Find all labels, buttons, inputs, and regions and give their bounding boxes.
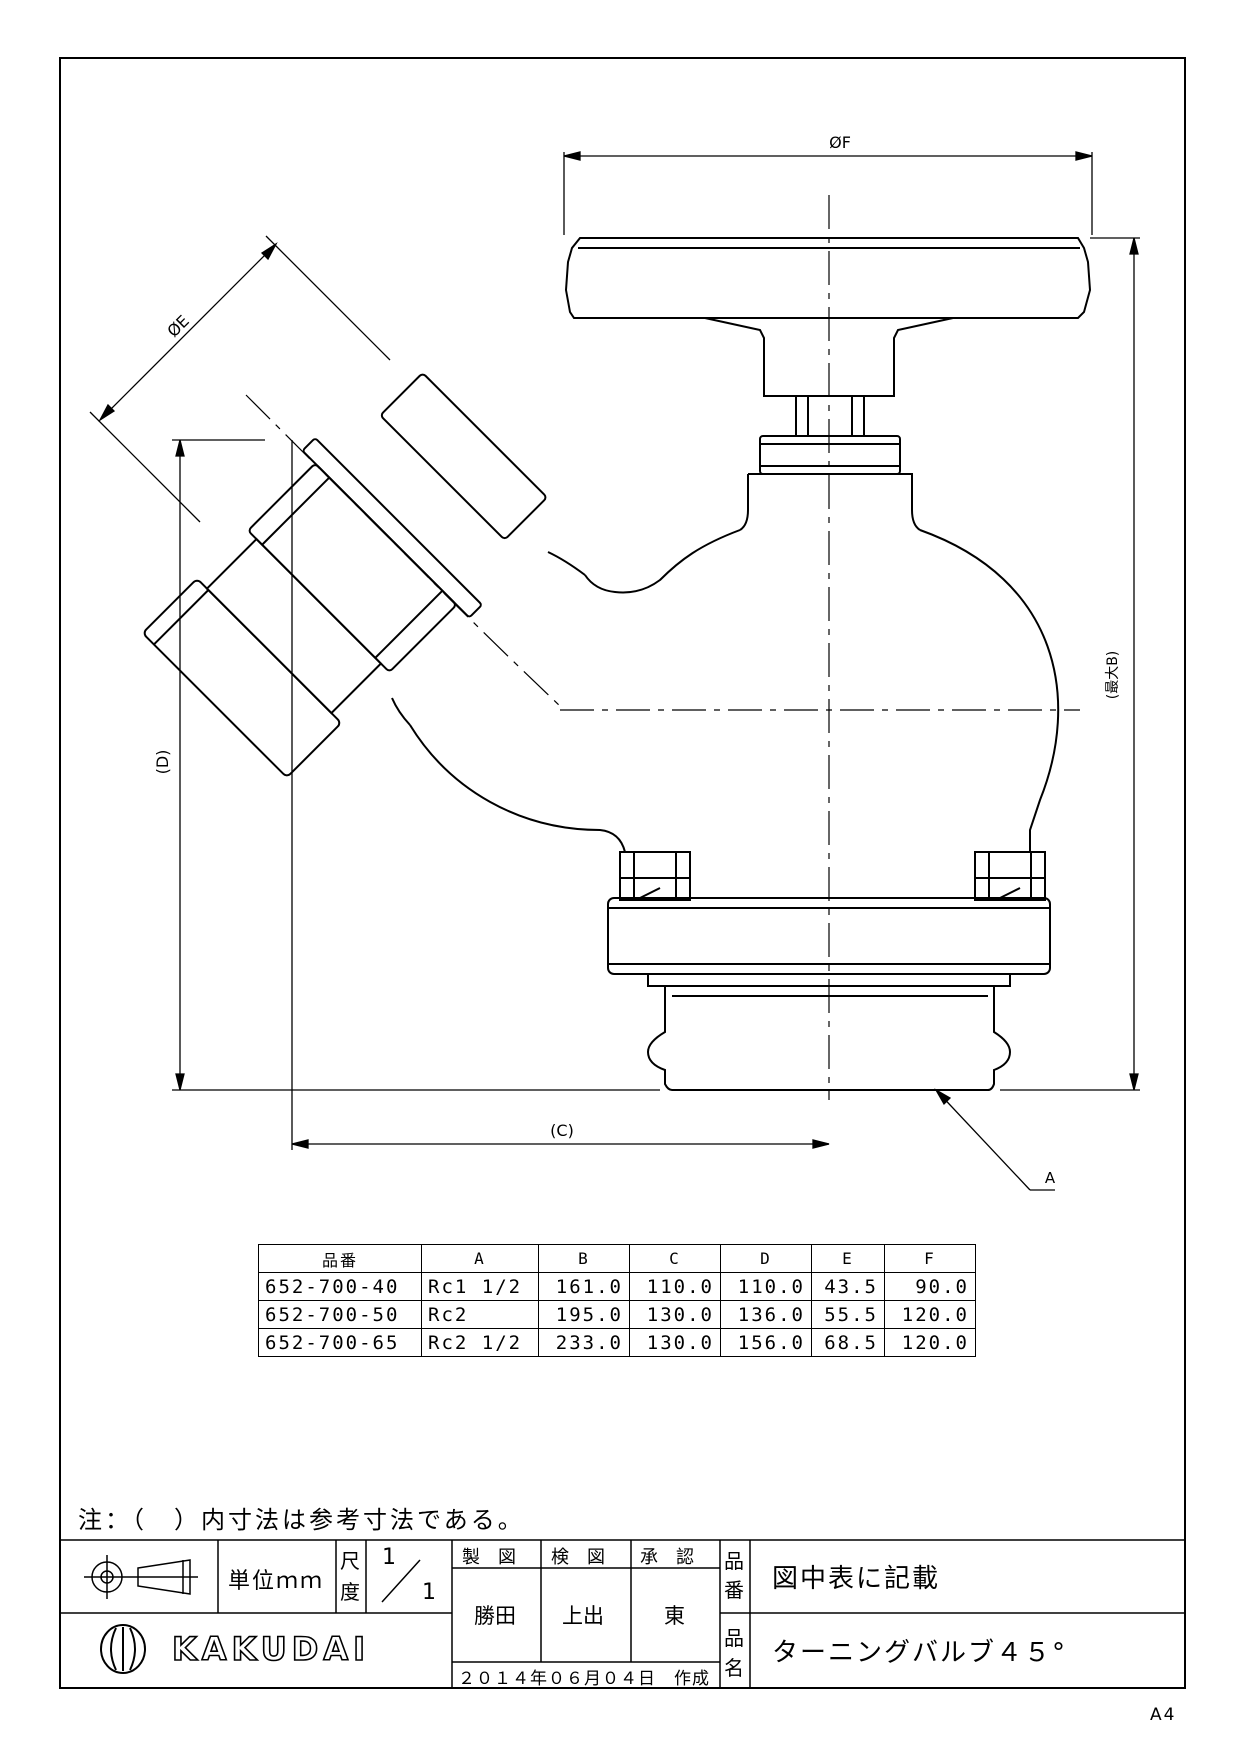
spec-table-header-row: 品番 A B C D E F [258,1244,976,1273]
table-cell: 652-700-65 [258,1328,422,1357]
body-right [919,529,1060,852]
outlet-center-line [245,394,561,707]
body-upper-neck [584,529,741,594]
table-row: 652-700-65 Rc2 1/2 233.0 130.0 156.0 68.… [258,1328,976,1357]
table-cell: 55.5 [811,1300,885,1329]
scale-label-1: 尺 [340,1549,360,1573]
approved-label: 承 認 [640,1547,694,1568]
dim-phi-f: ØF [829,133,851,152]
handwheel [564,237,1092,319]
checked-label: 検 図 [551,1547,605,1568]
center-lines [245,195,1080,1100]
name-label-2: 名 [724,1656,744,1680]
part-no-label-2: 番 [724,1578,744,1602]
dim-max-b: (最大B) [1105,651,1121,700]
table-cell: 233.0 [538,1328,630,1357]
table-cell: 130.0 [629,1328,721,1357]
table-cell: Rc2 [421,1300,539,1329]
projection-symbol-icon [84,1555,198,1599]
gland-nut [759,435,901,475]
inlet-socket [646,985,1012,1091]
scale-label-2: 度 [340,1580,360,1604]
name-label-1: 品 [724,1626,744,1650]
dim-d: (D) [153,750,172,775]
outlet-pipe [143,373,547,777]
table-cell: 120.0 [884,1300,976,1329]
drawn-by: 勝田 [474,1604,516,1628]
spec-table: 品番 A B C D E F 652-700-40 Rc1 1/2 161.0 … [258,1244,976,1357]
col-header: 品番 [258,1244,422,1273]
sheet-size: A4 [1150,1705,1177,1725]
table-cell: 130.0 [629,1300,721,1329]
scale-denominator: 1 [422,1580,436,1605]
valve-drawing [143,237,1092,1091]
part-no-value: 図中表に記載 [772,1564,941,1594]
product-name: ターニングバルブ４５° [772,1638,1068,1668]
col-header: F [884,1244,976,1273]
table-cell: 136.0 [720,1300,812,1329]
scale-divider [381,1559,421,1603]
bolt-right [974,851,1046,901]
table-cell: Rc2 1/2 [421,1328,539,1357]
drawn-label: 製 図 [462,1547,516,1568]
col-header: B [538,1244,630,1273]
table-cell: 68.5 [811,1328,885,1357]
table-cell: Rc1 1/2 [421,1272,539,1301]
dimensions [89,151,1140,1191]
table-cell: 120.0 [884,1328,976,1357]
table-cell: 110.0 [720,1272,812,1301]
scale-numerator: 1 [382,1545,396,1570]
bolt-left [619,851,691,901]
table-cell: 652-700-40 [258,1272,422,1301]
table-cell: 195.0 [538,1300,630,1329]
table-row: 652-700-50 Rc2 195.0 130.0 136.0 55.5 12… [258,1300,976,1329]
title-block-frame [60,1539,1185,1688]
col-header: C [629,1244,721,1273]
reference-note: 注：（ ）内寸法は参考寸法である。 [78,1506,525,1534]
creation-date: ２０１４年０６月０４日 作成 [458,1669,710,1689]
dim-a: A [1045,1169,1056,1187]
bonnet [748,473,921,531]
table-cell: 156.0 [720,1328,812,1357]
col-header: D [720,1244,812,1273]
dim-c: (C) [550,1121,574,1140]
approved-by: 東 [664,1604,685,1628]
brand-name: KAKUDAI [171,1629,371,1669]
table-cell: 161.0 [538,1272,630,1301]
valve-stem [795,395,865,437]
col-header: A [421,1244,539,1273]
unit-label: 単位ｍｍ [228,1569,325,1594]
table-row: 652-700-40 Rc1 1/2 161.0 110.0 110.0 43.… [258,1272,976,1301]
part-no-label-1: 品 [724,1549,744,1573]
checked-by: 上出 [562,1604,604,1628]
table-cell: 90.0 [884,1272,976,1301]
table-cell: 43.5 [811,1272,885,1301]
kakudai-logo-icon [100,1624,146,1674]
body-lower-neck [409,724,626,853]
col-header: E [811,1244,885,1273]
drawing-border [59,57,1186,1689]
table-cell: 652-700-50 [258,1300,422,1329]
table-cell: 110.0 [629,1272,721,1301]
dim-phi-e: ØE [163,311,192,340]
